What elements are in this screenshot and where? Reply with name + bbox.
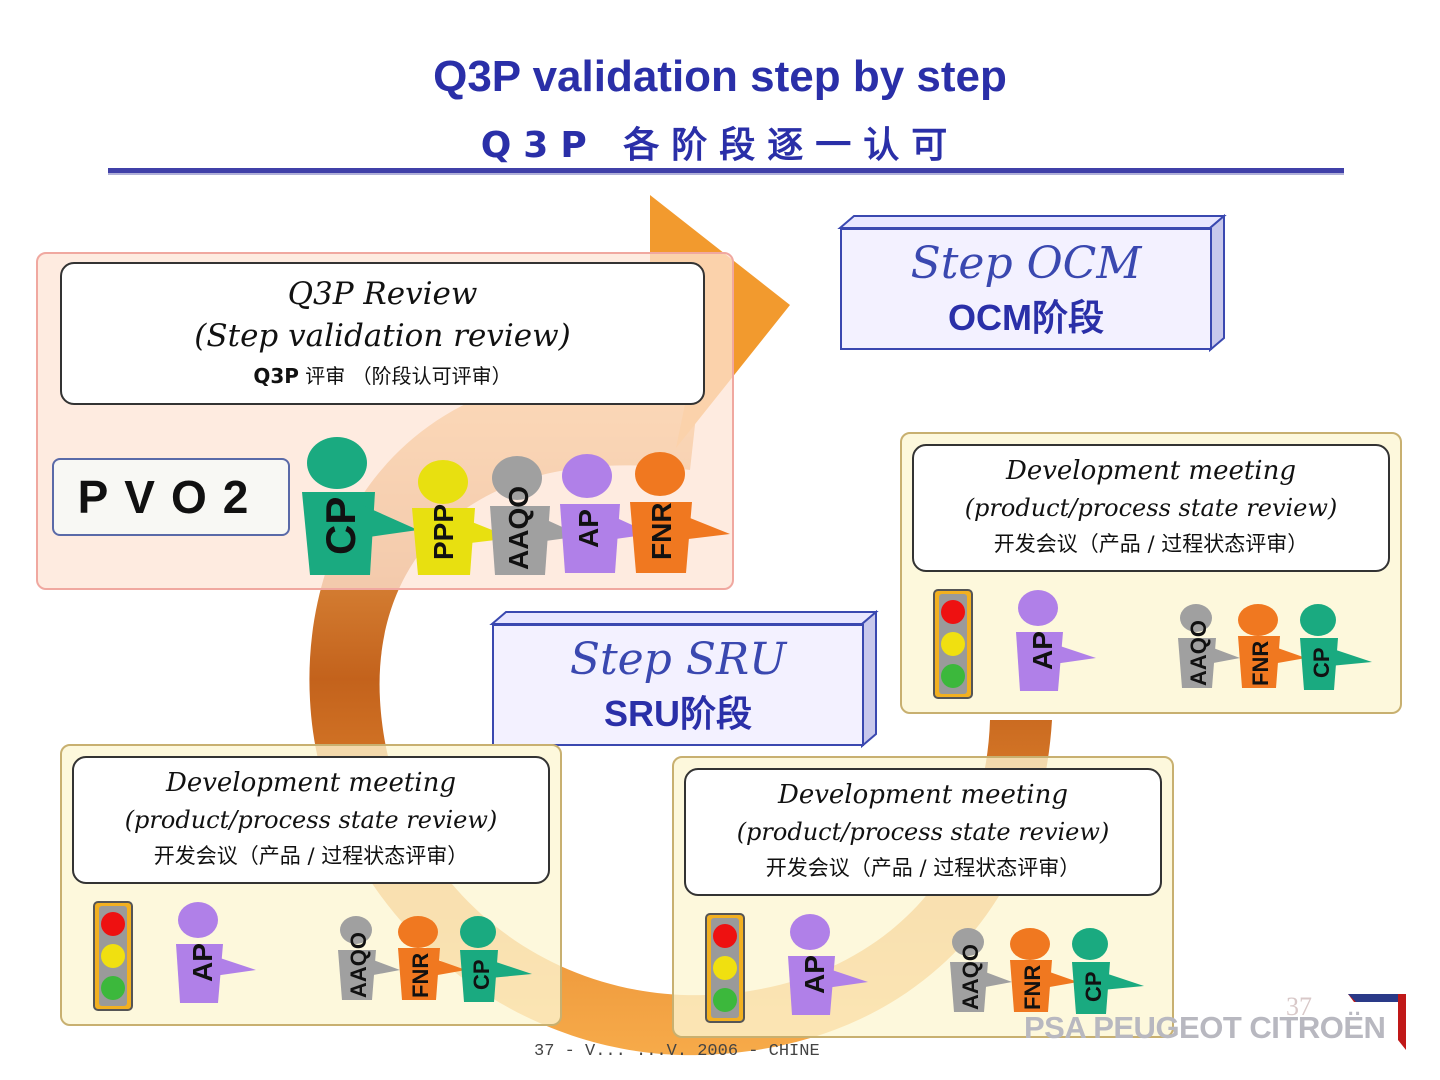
person-label: AAQO (958, 944, 983, 1010)
person-label: AP (187, 943, 218, 982)
person-label: AP (573, 509, 604, 548)
person-label: CP (317, 497, 364, 555)
person-label: FNR (408, 953, 433, 998)
person-label: PPP (428, 504, 459, 560)
meeting-box: Development meeting (product/process sta… (72, 756, 550, 884)
person-ap: AP (788, 914, 868, 1015)
meeting-cn: 开发会议（产品 / 过程状态评审） (153, 844, 469, 868)
person-label: AP (799, 955, 830, 994)
q3p-people-group: CP PPP AAQO AP FNR (302, 437, 730, 575)
person-fnr: FNR (1010, 928, 1078, 1012)
meeting-subtitle: (product/process state review) (964, 494, 1338, 522)
person-label: CP (1309, 647, 1334, 678)
person-label: AAQO (503, 486, 534, 570)
person-label: CP (469, 959, 494, 990)
meeting-subtitle: (product/process state review) (124, 806, 498, 834)
person-fnr: FNR (398, 916, 466, 1000)
page-title: Q3P validation step by step (433, 52, 1007, 101)
person-fnr: FNR (630, 452, 730, 573)
q3p-review-cn: Q3P 评审 （阶段认可评审） (62, 360, 703, 389)
step-sru-cn: SRU阶段 (603, 693, 752, 734)
meeting-title: Development meeting (778, 780, 1068, 810)
q3p-review-subtitle: (Step validation review) (194, 318, 571, 354)
person-cp: CP (1300, 604, 1372, 690)
person-label: AAQO (1186, 620, 1211, 686)
person-label: CP (1081, 971, 1106, 1002)
person-label: FNR (1248, 641, 1273, 686)
person-aaqo: AAQO (338, 916, 400, 1000)
person-label: FNR (1020, 965, 1045, 1010)
step-ocm-title: Step OCM (910, 238, 1142, 289)
person-cp: CP (460, 916, 532, 1002)
person-cp: CP (302, 437, 418, 575)
traffic-light-icon (933, 589, 973, 699)
meeting-cn: 开发会议（产品 / 过程状态评审） (765, 856, 1081, 880)
meeting-subtitle: (product/process state review) (736, 818, 1110, 846)
meeting-cn: 开发会议（产品 / 过程状态评审） (993, 532, 1309, 556)
traffic-light-icon (93, 901, 133, 1011)
step-sru-box: Step SRU SRU阶段 (492, 624, 864, 746)
q3p-label: Q3P (253, 364, 299, 388)
person-ap: AP (1016, 590, 1096, 691)
step-ocm-cn: OCM阶段 (948, 297, 1104, 338)
meeting-people-right: AP AAQO FNR CP (933, 589, 1372, 699)
psa-logo-text: PSA PEUGEOT CITROËN (1024, 1010, 1386, 1045)
person-ap: AP (176, 902, 256, 1003)
page-number: 37 (1286, 992, 1312, 1021)
q3p-review-title: Q3P Review (287, 276, 478, 312)
person-aaqo: AAQO (1178, 604, 1240, 688)
person-fnr: FNR (1238, 604, 1306, 688)
meeting-title: Development meeting (166, 768, 456, 798)
step-ocm-box: Step OCM OCM阶段 (840, 228, 1212, 350)
person-label: AAQO (346, 932, 371, 998)
traffic-light-icon (705, 913, 745, 1023)
person-aaqo: AAQO (950, 928, 1012, 1012)
person-ap: AP (560, 454, 652, 573)
meeting-box: Development meeting (product/process sta… (912, 444, 1390, 572)
meeting-people-middle: AP AAQO FNR CP (705, 913, 1144, 1023)
title-divider (108, 168, 1344, 175)
page-subtitle: Q3P 各阶段逐一认可 (480, 125, 960, 166)
psa-logo-icon (1348, 994, 1406, 1050)
pvo2-gate-label: PVO2 (52, 458, 290, 536)
person-cp: CP (1072, 928, 1144, 1014)
person-label: FNR (646, 502, 677, 560)
q3p-review-cn-text: 评审 （阶段认可评审） (298, 364, 512, 388)
person-aaqo: AAQO (490, 456, 582, 575)
meeting-people-left: AP AAQO FNR CP (93, 901, 532, 1011)
step-sru-title: Step SRU (569, 634, 787, 685)
meeting-title: Development meeting (1006, 456, 1296, 486)
meeting-box: Development meeting (product/process sta… (684, 768, 1162, 896)
q3p-review-box: Q3P Review (Step validation review) Q3P … (60, 262, 705, 405)
footer-text: 37 - V... ...V. 2006 - CHINE (534, 1042, 820, 1061)
person-label: AP (1027, 631, 1058, 670)
